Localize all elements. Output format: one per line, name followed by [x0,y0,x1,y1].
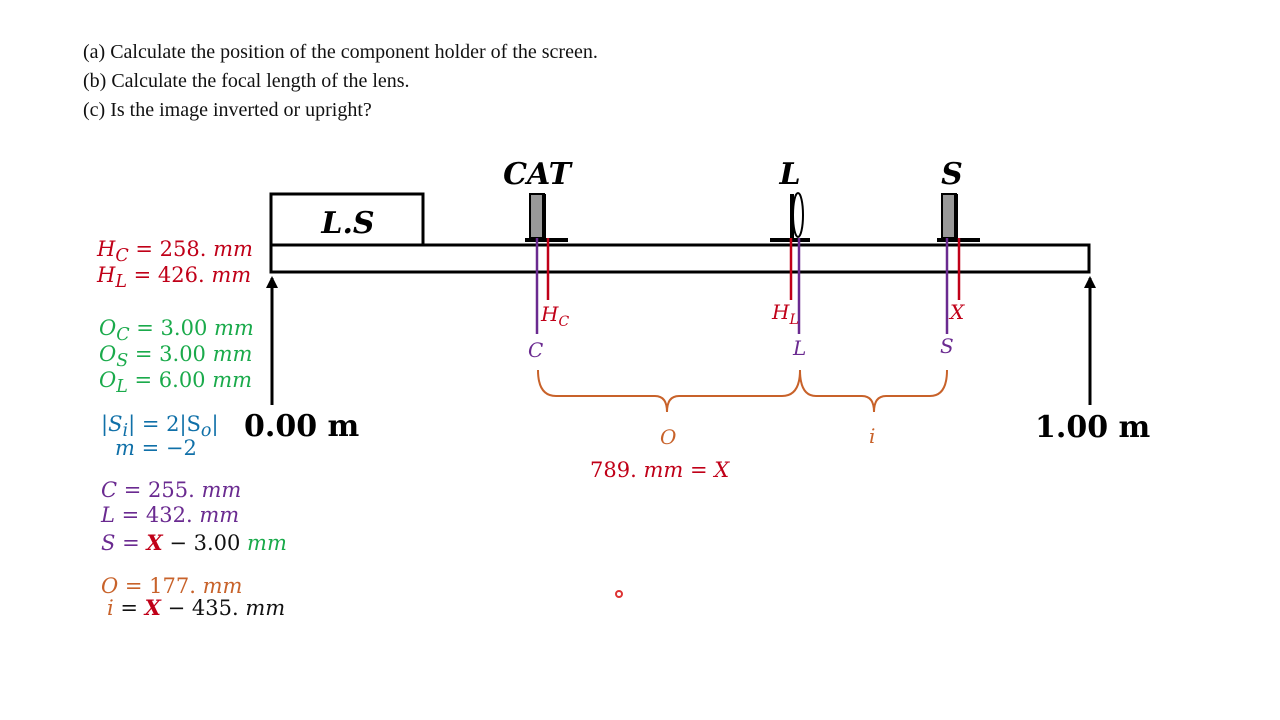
x-result-equation: 789. mm = X [590,458,730,482]
cursor-dot [615,590,623,598]
lens-label: L [778,157,800,192]
oc-equation: OC = 3.00 mm [99,316,254,346]
lens-shape [792,192,804,238]
screen-label: S [941,157,963,192]
question-a: (a) Calculate the position of the compon… [83,41,598,63]
c-marker-label: C [528,338,543,362]
l-marker-label: L [792,336,806,360]
hl-marker-label: HL [771,300,799,328]
end-arrow-head [1084,276,1096,288]
cat-object-plate [529,193,545,239]
l-equation: L = 432. mm [101,503,240,527]
os-equation: OS = 3.00 mm [99,342,253,372]
start-position-label: 0.00 m [244,409,360,444]
s-marker-label: S [940,334,954,358]
screen-plate [941,193,957,239]
c-equation: C = 255. mm [101,478,242,502]
image-distance-brace [799,369,948,413]
i-brace-label: i [869,424,875,448]
start-arrow-head [266,276,278,288]
optical-bench-rail [269,243,1091,274]
question-c: (c) Is the image inverted or upright? [83,99,372,121]
i-equation: i = X − 435. mm [107,595,286,621]
light-source-label: L.S [320,206,374,241]
hc-equation: HC = 258. mm [97,237,253,267]
o-equation: O = 177. mm [101,574,243,598]
magnification-equation: m = −2 [115,436,197,460]
ol-equation: OL = 6.00 mm [99,368,253,398]
hl-equation: HL = 426. mm [97,263,252,293]
light-source-box [269,192,425,247]
question-b: (b) Calculate the focal length of the le… [83,70,410,92]
x-marker-label: X [948,300,965,324]
magnitude-equation: |Si| = 2|So| [101,412,219,442]
o-brace-label: O [660,425,676,449]
hc-marker-label: HC [540,302,569,330]
s-equation: S = X − 3.00 mm [101,530,287,556]
end-position-label: 1.00 m [1035,410,1151,445]
cat-label: CAT [503,157,574,192]
object-distance-brace [537,369,801,413]
